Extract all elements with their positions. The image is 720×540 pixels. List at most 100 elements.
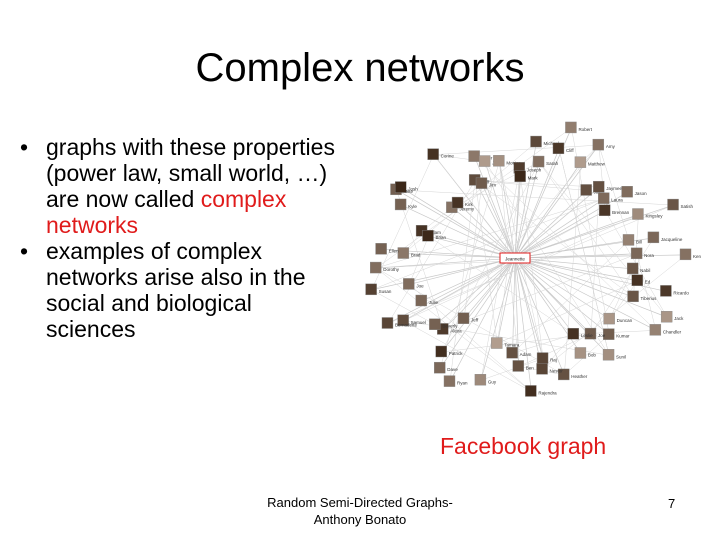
avatar — [558, 368, 570, 381]
graph-node: Ricardo — [660, 285, 689, 297]
avatar — [621, 186, 633, 198]
node-label: Adam — [429, 230, 441, 235]
avatar — [434, 361, 446, 374]
graph-node: Michael — [530, 135, 559, 148]
avatar — [631, 274, 643, 286]
avatar — [443, 375, 456, 387]
node-label: Joe — [416, 283, 424, 288]
graph-edge — [409, 284, 532, 392]
graph-edge — [512, 240, 630, 354]
graph-node: Cliff — [552, 142, 574, 155]
avatar — [574, 156, 587, 168]
center-node-label: Jeannette — [505, 257, 525, 262]
graph-node: Patrick — [435, 345, 463, 358]
graph-edge — [376, 198, 605, 269]
node-label: Dorothy — [383, 267, 400, 272]
avatar — [574, 347, 587, 359]
graph-node: Chandler — [649, 324, 682, 336]
graph-edge — [514, 190, 587, 259]
bullet-text: examples of complex networks arise also … — [46, 238, 306, 342]
avatar — [567, 328, 580, 340]
node-label: Robert — [578, 127, 592, 132]
graph-edge — [403, 257, 516, 322]
graph-edge — [590, 187, 600, 335]
node-label: Jeremy — [459, 207, 475, 212]
graph-node: Rajendra — [525, 385, 557, 397]
avatar — [593, 180, 605, 193]
graph-node: Jeff — [457, 312, 479, 324]
page-number: 7 — [668, 496, 676, 511]
bullet-glyph: • — [20, 134, 29, 160]
node-label: Bob — [588, 352, 597, 357]
node-label: Nora — [644, 253, 654, 258]
graph-node: Robert — [565, 121, 593, 134]
graph-edge — [518, 333, 592, 367]
graph-edge — [484, 161, 516, 259]
bullet-item: • graphs with these properties (power la… — [20, 134, 340, 238]
graph-edge — [371, 198, 605, 291]
footer: Random Semi-Directed Graphs- Anthony Bon… — [250, 494, 470, 528]
node-label: Jim — [489, 183, 496, 188]
node-label: Leslie — [581, 333, 593, 338]
graph-node: Kyle — [394, 198, 417, 211]
graph-node: Raj — [536, 352, 557, 364]
graph-edge — [449, 257, 516, 382]
graph-edge — [558, 148, 610, 356]
graph-node: Jaymee — [593, 180, 623, 193]
graph-edge — [480, 358, 544, 381]
avatar — [565, 121, 577, 134]
graph-edge — [514, 257, 532, 392]
node-label: Samuel — [411, 320, 426, 325]
graph-edge — [514, 214, 639, 259]
graph-edge — [376, 267, 532, 392]
node-label: Chandler — [663, 329, 682, 334]
graph-node: Susan — [365, 283, 392, 296]
graph-node: Dave — [434, 361, 458, 374]
avatar — [679, 248, 692, 261]
graph-edge — [514, 257, 634, 270]
node-label: Susan — [379, 289, 392, 294]
graph-edge — [514, 257, 638, 282]
graph-node: Mark — [514, 170, 538, 182]
graph-edge — [514, 257, 592, 335]
graph-edge — [514, 210, 606, 259]
graph-edge — [480, 168, 521, 381]
graph-edge — [514, 162, 582, 259]
avatar — [375, 243, 387, 255]
graph-edge — [443, 257, 516, 330]
graph-edge — [514, 161, 540, 259]
graph-edge — [480, 257, 516, 381]
graph-edge — [542, 254, 687, 370]
avatar — [381, 317, 394, 329]
graph-edge — [484, 161, 610, 356]
avatar — [457, 312, 470, 324]
avatar — [632, 208, 644, 220]
graph-node: Adam — [506, 347, 532, 359]
graph-edge — [371, 257, 516, 291]
graph-edge — [514, 148, 560, 259]
node-label: Jack — [674, 316, 684, 321]
node-label: Bernadette — [395, 322, 418, 327]
node-label: Tiberius — [641, 296, 658, 301]
avatar — [626, 262, 639, 275]
graph-edge — [636, 253, 657, 331]
graph-edge — [598, 145, 630, 241]
graph-edge — [376, 257, 516, 269]
avatar — [468, 150, 480, 162]
graph-edge — [403, 210, 606, 321]
node-label: Ellen — [389, 248, 400, 253]
avatar — [397, 247, 410, 259]
graph-edge — [481, 183, 516, 259]
avatar — [622, 234, 635, 246]
graph-edge — [514, 257, 657, 331]
avatar — [397, 314, 409, 326]
graph-edge — [396, 189, 674, 206]
graph-edge — [387, 257, 516, 324]
node-label: Sarah — [546, 161, 559, 166]
node-label: Adam — [520, 352, 532, 357]
graph-node: Leslie — [567, 328, 593, 340]
graph-node: Satish — [667, 198, 694, 211]
avatar — [603, 328, 615, 340]
avatar — [512, 360, 525, 372]
avatar — [530, 135, 542, 148]
